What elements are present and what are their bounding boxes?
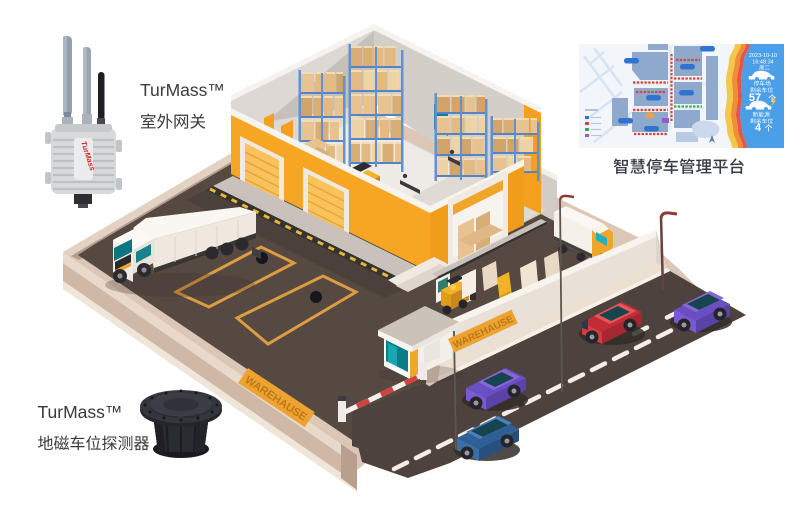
svg-text:16:48:34: 16:48:34 [752,60,773,66]
svg-text:TurMass™: TurMass™ [140,80,225,100]
svg-text:TurMass™: TurMass™ [38,402,123,422]
svg-text:57: 57 [749,92,761,104]
svg-text:4: 4 [755,122,762,134]
svg-text:2023-10-10: 2023-10-10 [749,53,777,59]
